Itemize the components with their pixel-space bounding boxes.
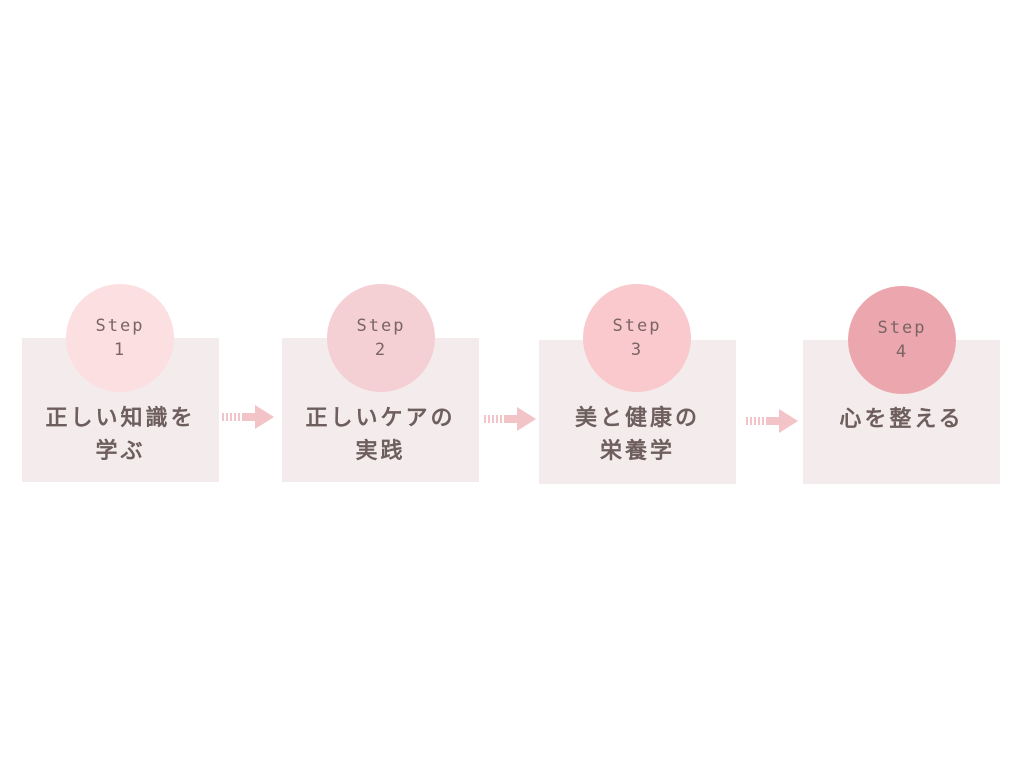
step-3-number: 3 [630, 340, 644, 360]
step-1-number: 1 [113, 340, 127, 360]
step-2-title: 正しいケアの 実践 [282, 402, 479, 468]
step-2-title-line-1: 正しいケアの [305, 405, 456, 431]
step-2-circle: Step 2 [327, 284, 435, 392]
arrow-right-icon [484, 407, 536, 431]
step-1-title: 正しい知識を 学ぶ [22, 402, 219, 468]
step-4-title-line-1: 心を整える [839, 406, 964, 432]
step-1-circle: Step 1 [66, 284, 174, 392]
step-3-title-line-1: 美と健康の [574, 405, 700, 431]
step-4-circle: Step 4 [848, 286, 956, 394]
arrow-right-icon [222, 405, 274, 429]
step-1-title-line-1: 正しい知識を [45, 405, 196, 431]
step-1-title-line-2: 学ぶ [95, 438, 146, 464]
step-4-label: Step [877, 318, 927, 338]
step-3-label: Step [612, 316, 662, 336]
step-4-number: 4 [895, 342, 909, 362]
step-3-title: 美と健康の 栄養学 [539, 402, 736, 468]
step-3-title-line-2: 栄養学 [599, 438, 675, 464]
step-1-label: Step [95, 316, 145, 336]
arrow-right-icon [746, 409, 798, 433]
step-3-circle: Step 3 [583, 284, 691, 392]
step-4-title: 心を整える [803, 403, 1000, 436]
step-2-number: 2 [374, 340, 388, 360]
step-2-label: Step [356, 316, 406, 336]
step-2-title-line-2: 実践 [355, 438, 406, 464]
